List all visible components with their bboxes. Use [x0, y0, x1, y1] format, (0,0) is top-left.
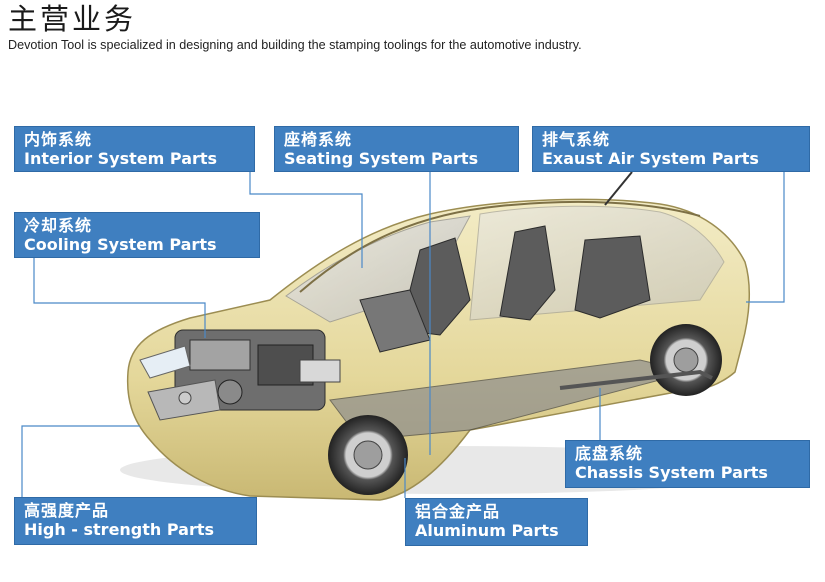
callout-exhaust-en: Exaust Air System Parts	[542, 149, 759, 168]
page-subtitle: Devotion Tool is specialized in designin…	[8, 38, 582, 52]
callout-chassis-en: Chassis System Parts	[575, 463, 768, 482]
callout-high-strength-en: High - strength Parts	[24, 520, 215, 539]
callout-seating: 座椅系统 Seating System Parts	[274, 126, 519, 172]
roof-line	[299, 200, 701, 293]
callout-seating-zh: 座椅系统	[284, 130, 353, 149]
callout-interior-zh: 内饰系统	[24, 130, 93, 149]
callout-aluminum-zh: 铝合金产品	[415, 502, 501, 521]
callout-chassis: 底盘系统 Chassis System Parts	[565, 440, 810, 488]
page-title: 主营业务	[8, 2, 137, 36]
callout-interior-en: Interior System Parts	[24, 149, 218, 168]
exhaust-pipe	[559, 369, 713, 390]
seats	[359, 225, 651, 353]
windshield	[285, 215, 471, 323]
headlight	[139, 345, 191, 379]
callout-cooling-zh: 冷却系统	[24, 216, 93, 235]
callout-exhaust: 排气系统 Exaust Air System Parts	[532, 126, 810, 172]
callout-cooling-en: Cooling System Parts	[24, 235, 217, 254]
callout-seating-en: Seating System Parts	[284, 149, 479, 168]
callout-high-strength-zh: 高强度产品	[24, 501, 110, 520]
callout-high-strength: 高强度产品 High - strength Parts	[14, 497, 257, 545]
callout-aluminum: 铝合金产品 Aluminum Parts	[405, 498, 588, 546]
callout-aluminum-en: Aluminum Parts	[415, 521, 559, 540]
callout-chassis-zh: 底盘系统	[575, 444, 644, 463]
callout-cooling: 冷却系统 Cooling System Parts	[14, 212, 260, 258]
callout-exhaust-zh: 排气系统	[542, 130, 611, 149]
logo-badge	[178, 391, 192, 405]
leader-lines	[21, 172, 785, 498]
antenna	[604, 171, 633, 206]
callout-interior: 内饰系统 Interior System Parts	[14, 126, 255, 172]
